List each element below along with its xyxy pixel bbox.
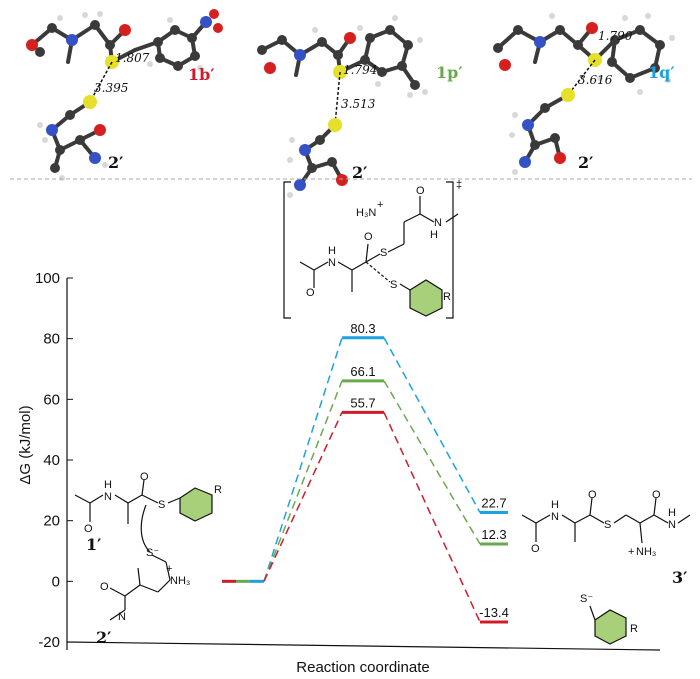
reactant-h: H [104,479,112,491]
y-tick-label: -20 [38,634,60,651]
ascent-connector-red [263,412,343,582]
y-axis-label: ΔG (kJ/mol) [17,405,34,484]
energy-profiles: 80.3 22.7 66.1 12.3 55.7 -13.4 [222,321,509,624]
ts-nh-b: N [434,217,442,229]
product-h-a: H [551,499,559,511]
reactant-nh: N [118,611,126,623]
reactant-label-2: 2′ [96,628,111,647]
ts-h3n: H₃N [356,207,376,219]
descent-connector-blue [383,337,481,513]
ts-value-red: 55.7 [350,395,375,410]
product-s: S [604,519,611,531]
sc-distance-1p: 1.794 [343,63,377,77]
reactant-nh3: NH₃ [170,575,190,587]
product-o-a: O [531,543,540,555]
structure-label-1q: 1q′ [648,63,675,82]
y-tick-label: 0 [52,573,60,590]
structure-panel-1b: 1.807 3.395 1b′ 2′ [26,9,223,181]
product-h-b: H [668,507,676,519]
ascent-connector-green [263,380,343,582]
ts-o-c: O [416,185,425,197]
descent-connector-green [383,380,481,545]
ts-h-a: H [328,245,336,257]
product-value-blue: 22.7 [481,495,506,510]
structure-panel-1p: 1.794 3.513 1p′ 2′ [257,15,463,198]
structure-label-2-b: 2′ [352,163,367,182]
reactant-n: N [104,491,112,503]
ts-nh-a: N [328,257,336,269]
ts-scheme-text: ‡ H₃N + N H O O S N H O S R [306,179,462,303]
ts-plus: + [377,199,383,211]
product-nh3-plus: + [628,546,634,558]
y-tick-label: 40 [43,452,60,469]
x-axis [66,641,661,651]
reactant-scheme-text: N H O O S R S⁻ NH₃ + O N 1′ 2′ [84,471,222,647]
ts-s-a: S [380,247,387,259]
product-scheme [521,497,691,645]
sc-distance-1q: 1.790 [598,29,633,43]
structure-panel-1q: 1.790 3.616 1q′ 2′ [493,13,675,175]
structure-label-1p: 1p′ [436,63,463,82]
ts-r: R [443,291,451,303]
ts-h-b: H [430,229,438,241]
ss-distance-1b: 3.395 [94,81,128,95]
ascent-connector-blue [263,337,343,582]
product-o-c: O [652,489,661,501]
structure-label-1b: 1b′ [188,65,215,84]
product-o-b: O [588,489,597,501]
reactant-s: S [158,499,165,511]
ss-distance-1p: 3.513 [341,97,376,111]
ss-distance-1q: 3.616 [578,73,613,87]
ts-value-green: 66.1 [350,364,375,379]
sc-distance-1b: 1.807 [115,51,150,65]
product-nh3: NH₃ [636,546,656,558]
product-s-minus: S⁻ [580,593,593,605]
y-ticks: 100 80 60 40 20 0 -20 [35,270,73,651]
reactant-scheme [74,479,213,621]
structure-label-2-c: 2′ [578,153,593,172]
ts-value-blue: 80.3 [350,321,375,336]
product-scheme-text: N H O O S O N H NH₃ + S⁻ R 3′ [531,489,687,635]
product-n-a: N [551,511,559,523]
energy-diagram: 100 80 60 40 20 0 -20 ΔG (kJ/mol) Reaction coo… [17,270,661,676]
ts-double-dagger: ‡ [456,179,462,191]
reactant-o-b: O [140,471,149,483]
y-tick-label: 20 [43,513,60,530]
reactant-o-c: O [100,581,109,593]
structure-label-2-a: 2′ [108,153,123,172]
product-value-green: 12.3 [481,527,506,542]
product-value-red: -13.4 [479,605,509,620]
reactant-nh3-plus: + [166,563,172,575]
y-tick-label: 60 [43,391,60,408]
reactant-label-1: 1′ [86,535,101,554]
ts-o-a: O [306,287,315,299]
y-tick-label: 80 [43,331,60,348]
reactant-s-minus: S⁻ [146,547,159,559]
x-axis-label: Reaction coordinate [296,659,429,676]
reactant-r: R [214,484,222,496]
ts-scheme [283,181,459,319]
ts-o-b: O [364,231,373,243]
y-tick-label: 100 [35,270,60,287]
product-r: R [630,623,638,635]
product-n-b: N [668,519,676,531]
descent-connector-red [383,412,481,623]
ts-s-b: S [390,279,397,291]
product-label-3: 3′ [672,568,687,587]
reactant-o-a: O [84,523,93,535]
